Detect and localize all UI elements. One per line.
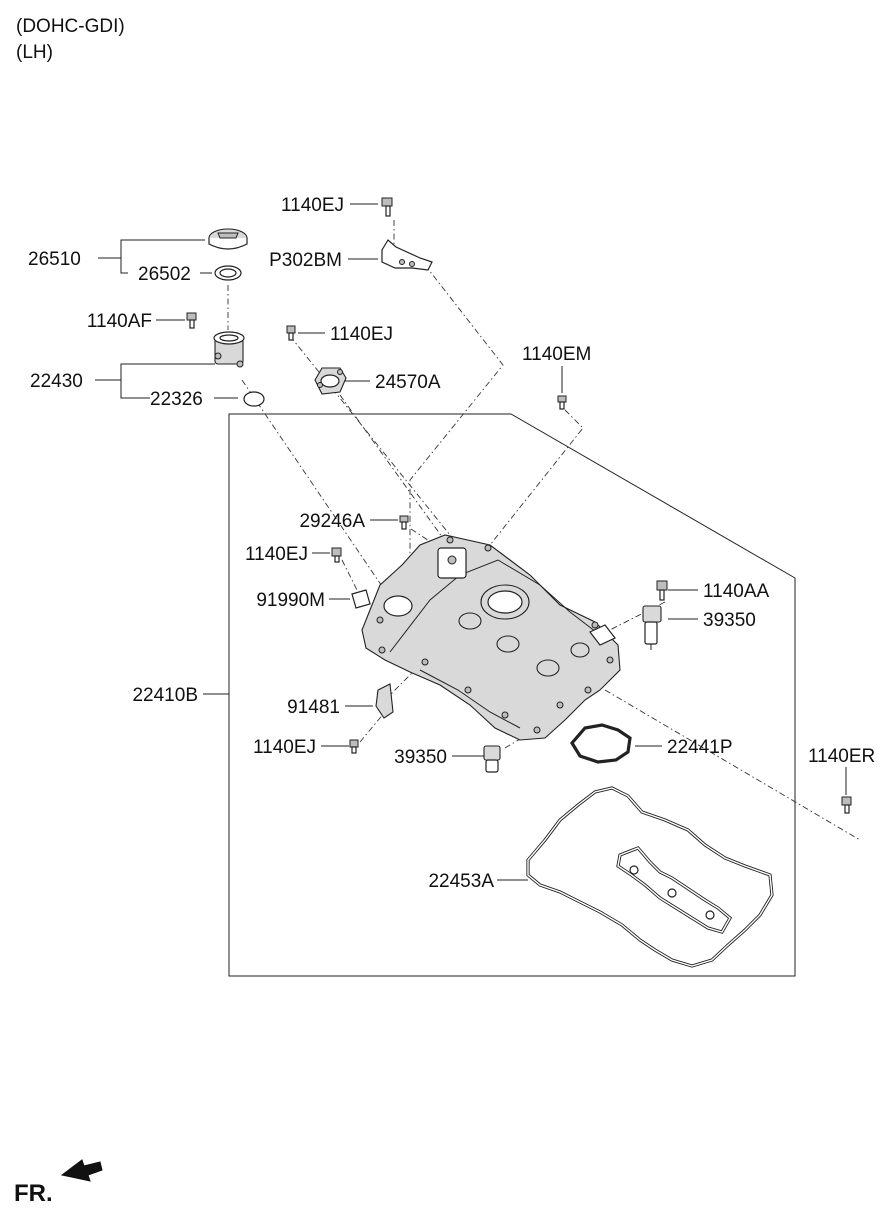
part-label: 39350 [394,747,447,768]
part-label: 1140EJ [330,324,393,345]
part-label: 1140EM [522,344,591,365]
part-label: 91990M [256,590,325,611]
front-direction-arrow [60,1159,103,1182]
camshaft-position-sensor-bottom [483,745,501,773]
part-label: 1140EJ [253,737,316,758]
oil-filler-neck [213,331,245,368]
head-cover-gasket [526,786,774,968]
oil-filler-cap [208,228,248,250]
part-label: 26510 [28,249,81,270]
side-label: (LH) [16,42,53,63]
part-labels: 1140EJ 26510 26502 P302BM 1140AF 1140EJ … [28,195,875,892]
front-direction-label: FR. [14,1180,53,1207]
engine-type-label: (DOHC-GDI) [16,16,125,37]
bolt-icons [186,197,852,814]
wiring-bracket [375,683,394,719]
part-label: 1140ER [808,746,875,767]
bracket [381,239,433,271]
part-label: 1140AA [703,581,770,602]
part-label: 22430 [30,371,83,392]
sensor-cover-plate [314,367,347,395]
cylinder-head-cover [361,534,621,741]
part-label: 29246A [299,511,365,532]
part-label: 26502 [138,264,191,285]
part-label: 1140EJ [245,544,308,565]
part-label: 22441P [667,737,733,758]
part-label: 39350 [703,610,756,631]
cap-gasket-ring [214,265,242,281]
camshaft-position-sensor-right [642,605,662,650]
part-label: 22453A [428,871,494,892]
part-label: 22326 [150,389,203,410]
assembly-guide-lines [227,220,861,841]
leader-lines [95,203,847,881]
part-label: 1140AF [87,311,152,332]
part-label: 22410B [132,685,198,706]
clip [351,589,371,609]
part-label: 91481 [287,697,340,718]
part-label: P302BM [269,250,342,271]
o-ring [243,391,265,407]
spark-plug-gasket [570,723,632,764]
assembly-frame [228,413,796,977]
part-label: 1140EJ [281,195,344,216]
part-label: 24570A [375,372,441,393]
